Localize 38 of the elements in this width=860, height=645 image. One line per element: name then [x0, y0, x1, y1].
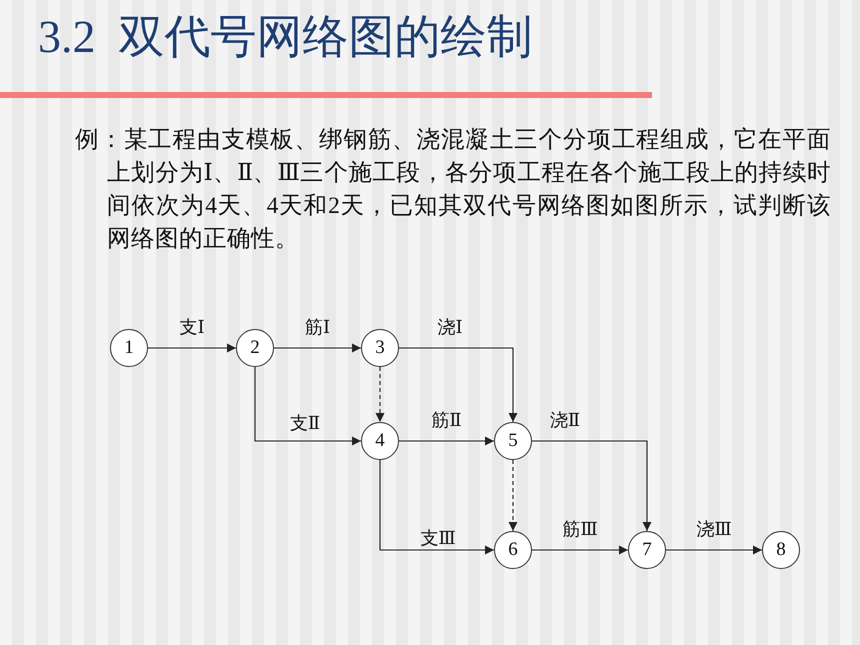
arrow — [532, 440, 652, 531]
edge-label: 支Ⅰ — [179, 318, 205, 336]
event-circle — [361, 422, 399, 460]
event-circle — [361, 329, 399, 367]
event-number: 8 — [776, 539, 786, 561]
edge-label: 浇Ⅱ — [550, 411, 580, 429]
slide-title: 3.2 双代号网络图的绘制 — [38, 10, 532, 64]
event-circle — [494, 531, 532, 569]
event-circle — [628, 531, 666, 569]
edge-label: 支Ⅱ — [290, 414, 320, 432]
edge-label: 筋Ⅲ — [562, 520, 598, 538]
arrow — [666, 546, 762, 554]
edge-label: 浇Ⅰ — [437, 318, 463, 336]
event-number: 7 — [642, 539, 652, 561]
dummy-arrow — [376, 367, 384, 422]
event-circle — [110, 329, 148, 367]
dummy-arrow — [508, 460, 518, 531]
arrow — [254, 367, 361, 446]
arrow — [379, 460, 494, 554]
event-circle — [762, 531, 800, 569]
problem-text: 例：某工程由支模板、绑钢筋、浇混凝土三个分项工程组成，它在平面上划分为Ⅰ、Ⅱ、Ⅲ三个施工段，各分项工程在各个施工段上的持续时间依次为4天、4天和2天，已知其双代号网络图如图所示，试判断该网络图的正确性。 — [75, 126, 831, 254]
arrow — [148, 344, 236, 352]
arrow — [399, 347, 518, 422]
arrow — [532, 546, 628, 554]
arrow — [274, 344, 361, 352]
event-number: 4 — [375, 430, 385, 452]
event-number: 6 — [508, 539, 518, 561]
event-number: 5 — [508, 430, 518, 452]
arrow — [399, 436, 494, 446]
edge-label: 支Ⅲ — [420, 529, 456, 547]
edge-label: 筋Ⅱ — [431, 411, 462, 429]
event-number: 2 — [250, 337, 260, 359]
event-circle — [236, 329, 274, 367]
edge-label: 浇Ⅲ — [696, 520, 732, 538]
event-number: 3 — [375, 337, 385, 359]
edge-label: 筋Ⅰ — [304, 318, 330, 336]
event-number: 1 — [124, 337, 134, 359]
event-circle — [494, 422, 532, 460]
